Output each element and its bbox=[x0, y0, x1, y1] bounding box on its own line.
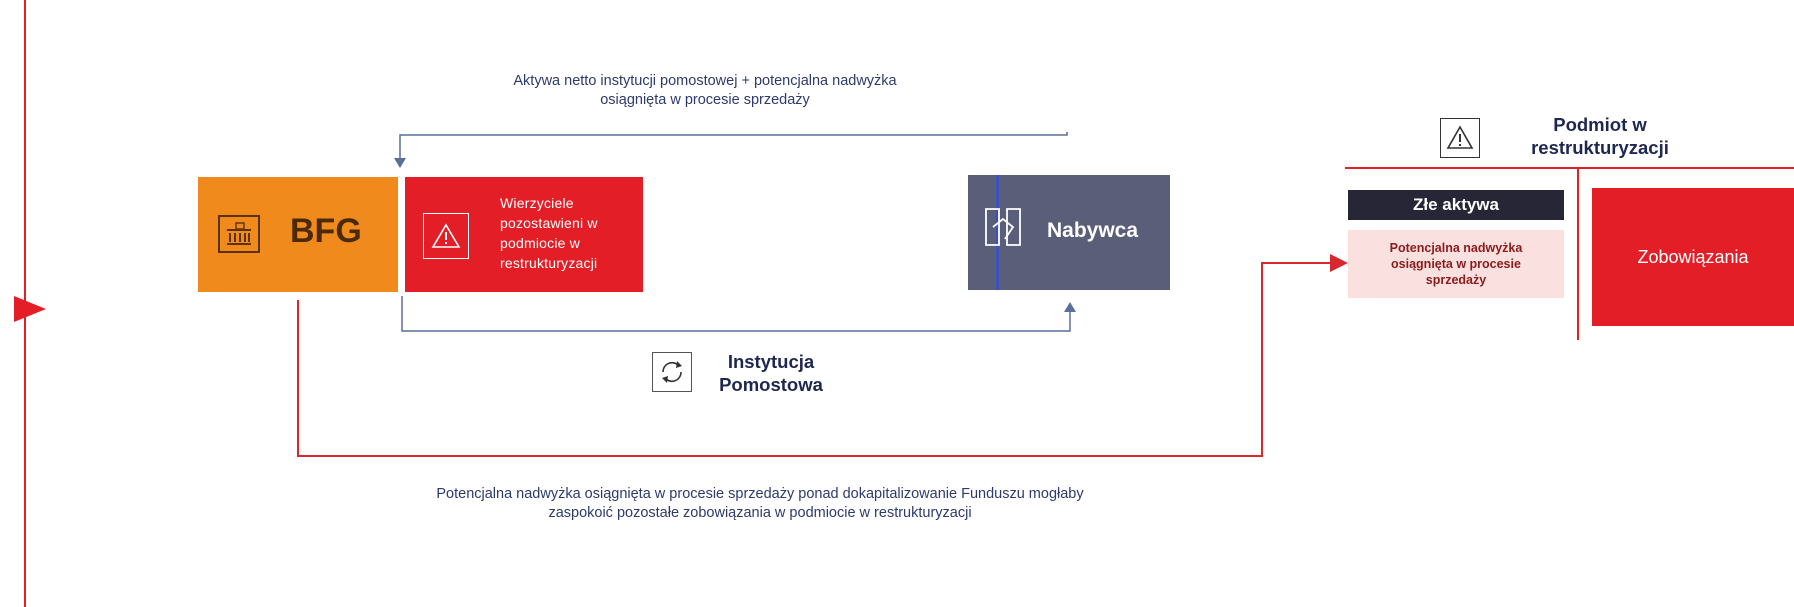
warning-icon bbox=[423, 213, 469, 259]
bottom-connector bbox=[401, 296, 1071, 332]
entity-label-line2: restrukturyzacji bbox=[1531, 137, 1669, 158]
bfg-box bbox=[198, 177, 398, 292]
top-caption-line2: osiągnięta w procesie sprzedaży bbox=[600, 92, 810, 108]
top-connector bbox=[399, 132, 1068, 160]
bottom-caption-line2: zaspokoić pozostałe zobowiązania w podmi… bbox=[548, 505, 972, 521]
cycle-icon bbox=[652, 352, 692, 392]
bank-building-icon bbox=[218, 215, 260, 253]
bottom-caption: Potencjalna nadwyżka osiągnięta w proces… bbox=[330, 485, 1190, 523]
creditors-line: restrukturyzacji bbox=[500, 255, 598, 271]
red-flow-connector bbox=[297, 262, 1332, 457]
top-caption: Aktywa netto instytucji pomostowej + pot… bbox=[450, 72, 960, 110]
red-flow-arrowhead bbox=[1330, 254, 1348, 272]
entity-label: Podmiot w restrukturyzacji bbox=[1515, 113, 1685, 159]
buyer-box bbox=[968, 175, 1170, 290]
creditors-line: Wierzyciele bbox=[500, 195, 574, 211]
warning-icon bbox=[1440, 118, 1480, 158]
bridge-label-line2: Pomostowa bbox=[719, 374, 823, 395]
buyer-accent-stripe bbox=[996, 175, 999, 290]
buyer-label: Nabywca bbox=[1047, 219, 1139, 242]
bad-assets-header: Złe aktywa bbox=[1348, 190, 1564, 220]
creditors-line: pozostawieni w bbox=[500, 215, 598, 231]
bad-assets-body: Potencjalna nadwyżka osiągnięta w proces… bbox=[1348, 230, 1564, 298]
creditors-line: podmiocie w bbox=[500, 235, 581, 251]
liabilities-box: Zobowiązania bbox=[1592, 188, 1794, 326]
bad-assets-line: sprzedaży bbox=[1425, 273, 1487, 287]
bfg-label: BFG bbox=[290, 212, 362, 250]
bridge-institution-label: Instytucja Pomostowa bbox=[706, 350, 836, 396]
bottom-connector-arrowhead bbox=[1064, 302, 1076, 312]
top-caption-line1: Aktywa netto instytucji pomostowej + pot… bbox=[513, 73, 897, 89]
entity-label-line1: Podmiot w bbox=[1553, 114, 1647, 135]
creditors-text: Wierzyciele pozostawieni w podmiocie w r… bbox=[500, 193, 630, 273]
timeline-arrow bbox=[14, 296, 46, 322]
bad-assets-line: osiągnięta w procesie bbox=[1391, 257, 1521, 271]
top-connector-arrowhead bbox=[394, 158, 406, 168]
bridge-label-line1: Instytucja bbox=[727, 351, 815, 372]
handshake-icon bbox=[982, 204, 1024, 254]
bad-assets-line: Potencjalna nadwyżka bbox=[1389, 241, 1523, 255]
creditors-box bbox=[405, 177, 643, 292]
bottom-caption-line1: Potencjalna nadwyżka osiągnięta w proces… bbox=[436, 486, 1084, 502]
